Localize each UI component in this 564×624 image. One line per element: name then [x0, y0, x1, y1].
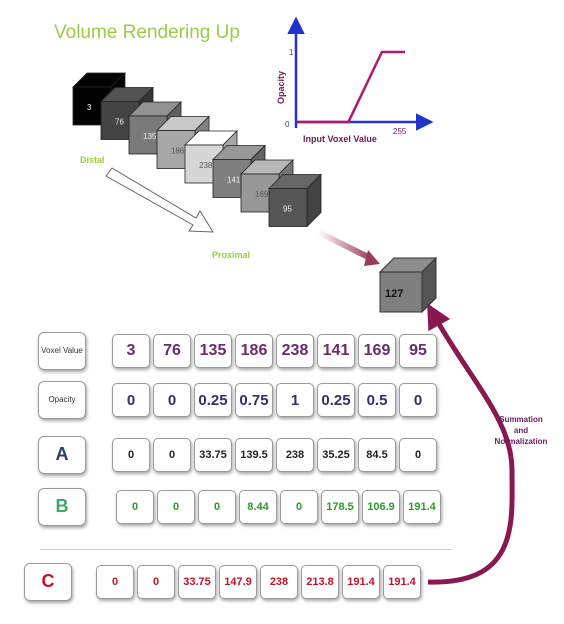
table-cell-voxel: 135 — [194, 334, 232, 368]
chart-x-label: Input Voxel Value — [303, 134, 377, 144]
table-cell-opacity: 0.75 — [235, 383, 273, 417]
row-label-b: B — [38, 488, 86, 526]
table-cell-c: 33.75 — [178, 565, 216, 599]
row-label-opacity: Opacity — [38, 381, 86, 419]
table-divider — [40, 549, 452, 550]
table-cell-opacity: 0.25 — [317, 383, 355, 417]
ray-arrow — [316, 229, 374, 262]
table-cell-opacity: 0 — [112, 383, 150, 417]
table-cell-b: 178.5 — [321, 490, 359, 524]
chart-y-tick-1: 1 — [289, 48, 294, 57]
table-cell-c: 191.4 — [383, 565, 421, 599]
chart-y-tick-0: 0 — [285, 120, 290, 129]
summation-label-line3: Normalization — [494, 436, 548, 446]
chart-y-label: Opacity — [276, 71, 286, 104]
table-cell-opacity: 0.5 — [358, 383, 396, 417]
summation-label-line2: and — [513, 425, 529, 435]
result-cube: 127 — [378, 256, 438, 314]
voxel-cube-value: 238 — [199, 161, 213, 170]
table-cell-c: 0 — [96, 565, 134, 599]
summation-label: Summation and Normalization — [478, 415, 564, 447]
transfer-function-line — [298, 50, 405, 124]
table-cell-b: 8.44 — [239, 490, 277, 524]
opacity-chart: 1 0 255 Input Voxel Value Opacity — [276, 16, 434, 144]
table-cell-a: 35.25 — [317, 438, 355, 472]
table-cell-b: 0 — [198, 490, 236, 524]
diagram-title: Volume Rendering Up — [54, 22, 240, 43]
table-cell-c: 191.4 — [342, 565, 380, 599]
voxel-cube-strip: 3 76 135 186 238 141 169 95 — [72, 72, 322, 228]
table-cell-c: 147.9 — [219, 565, 257, 599]
table-cell-voxel: 169 — [358, 334, 396, 368]
voxel-cube: 95 — [268, 173, 322, 228]
table-cell-b: 0 — [116, 490, 154, 524]
table-cell-voxel: 238 — [276, 334, 314, 368]
table-cell-opacity: 1 — [276, 383, 314, 417]
voxel-cube-value: 186 — [171, 147, 185, 156]
table-cell-a: 33.75 — [194, 438, 232, 472]
table-cell-a: 139.5 — [235, 438, 273, 472]
voxel-cube-value: 135 — [143, 132, 157, 141]
table-cell-voxel: 141 — [317, 334, 355, 368]
result-cube-value: 127 — [385, 288, 403, 300]
table-cell-voxel: 76 — [153, 334, 191, 368]
distal-proximal-arrow — [105, 167, 214, 233]
summation-arrow — [427, 303, 515, 585]
chart-x-tick-255: 255 — [393, 127, 407, 136]
table-cell-a: 238 — [276, 438, 314, 472]
table-cell-opacity: 0 — [153, 383, 191, 417]
row-label-voxel: Voxel Value — [38, 332, 86, 370]
proximal-label: Proximal — [212, 250, 251, 260]
table-cell-a: 0 — [399, 438, 437, 472]
voxel-cube-value: 3 — [87, 103, 92, 112]
voxel-cube-value: 76 — [115, 118, 124, 127]
table-cell-voxel: 186 — [235, 334, 273, 368]
table-cell-opacity: 0 — [399, 383, 437, 417]
table-cell-b: 106.9 — [362, 490, 400, 524]
summation-label-line1: Summation — [499, 415, 543, 424]
table-cell-b: 0 — [157, 490, 195, 524]
row-label-c: C — [24, 563, 72, 601]
voxel-cube-value: 95 — [283, 205, 292, 214]
voxel-cube-value: 169 — [255, 190, 269, 199]
table-cell-a: 0 — [112, 438, 150, 472]
table-cell-a: 0 — [153, 438, 191, 472]
table-cell-c: 0 — [137, 565, 175, 599]
table-cell-c: 213.8 — [301, 565, 339, 599]
voxel-cube-value: 141 — [227, 176, 241, 185]
distal-label: Distal — [80, 155, 105, 165]
table-cell-a: 84.5 — [358, 438, 396, 472]
table-cell-c: 238 — [260, 565, 298, 599]
row-label-a: A — [38, 436, 86, 474]
table-cell-opacity: 0.25 — [194, 383, 232, 417]
table-cell-b: 191.4 — [403, 490, 441, 524]
table-cell-b: 0 — [280, 490, 318, 524]
ray-arrow-head — [364, 250, 380, 266]
table-cell-voxel: 95 — [399, 334, 437, 368]
table-cell-voxel: 3 — [112, 334, 150, 368]
